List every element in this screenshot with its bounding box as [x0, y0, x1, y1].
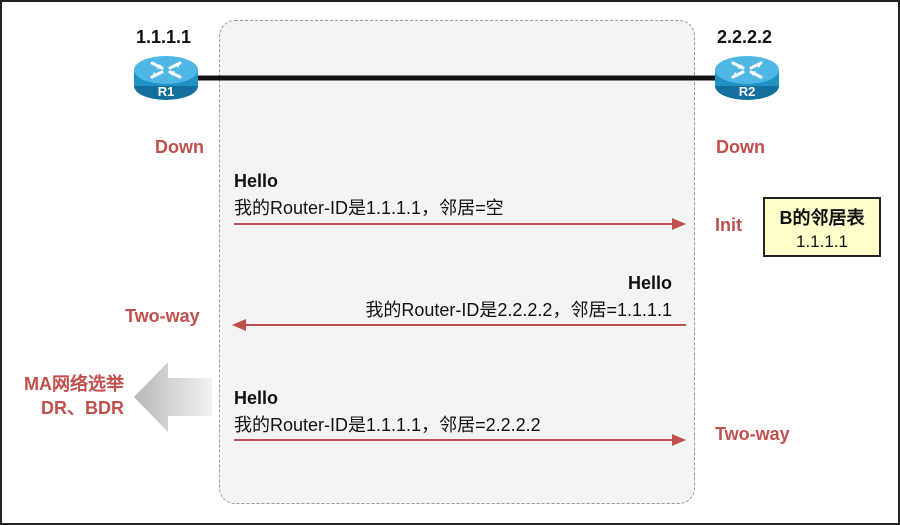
message-2-title: Hello [627, 273, 672, 293]
neighbor-table-value: 1.1.1.1 [796, 232, 848, 251]
election-line-2: DR、BDR [41, 398, 124, 418]
message-2-body: 我的Router-ID是2.2.2.2，邻居=1.1.1.1 [365, 300, 672, 320]
message-3-body: 我的Router-ID是1.1.1.1，邻居=2.2.2.2 [234, 415, 541, 435]
r1-state-twoway: Two-way [125, 306, 200, 326]
arrow-2-left [232, 319, 686, 331]
election-arrow [134, 362, 212, 432]
r1-router-id: 1.1.1.1 [136, 27, 192, 47]
router-r2-label: R2 [738, 84, 756, 99]
r2-state-init: Init [715, 215, 742, 235]
r1-state-down: Down [155, 137, 204, 157]
router-r2-icon [715, 56, 779, 100]
message-3-title: Hello [234, 388, 279, 408]
message-1-body: 我的Router-ID是1.1.1.1，邻居=空 [234, 198, 504, 218]
arrow-1-right [234, 218, 686, 230]
r2-state-twoway: Two-way [715, 424, 790, 444]
election-line-1: MA网络选举 [24, 374, 124, 394]
router-r1-label: R1 [157, 84, 175, 99]
exchange-panel [219, 20, 695, 504]
neighbor-table-title: B的邻居表 [779, 208, 865, 228]
router-r1-icon [134, 56, 198, 100]
election-text: MA网络选举 DR、BDR [24, 372, 124, 420]
arrow-3-right [234, 434, 686, 446]
message-1-title: Hello [234, 171, 279, 191]
neighbor-table: B的邻居表 1.1.1.1 [763, 197, 881, 257]
r2-router-id: 2.2.2.2 [717, 27, 773, 47]
r2-state-down: Down [716, 137, 765, 157]
